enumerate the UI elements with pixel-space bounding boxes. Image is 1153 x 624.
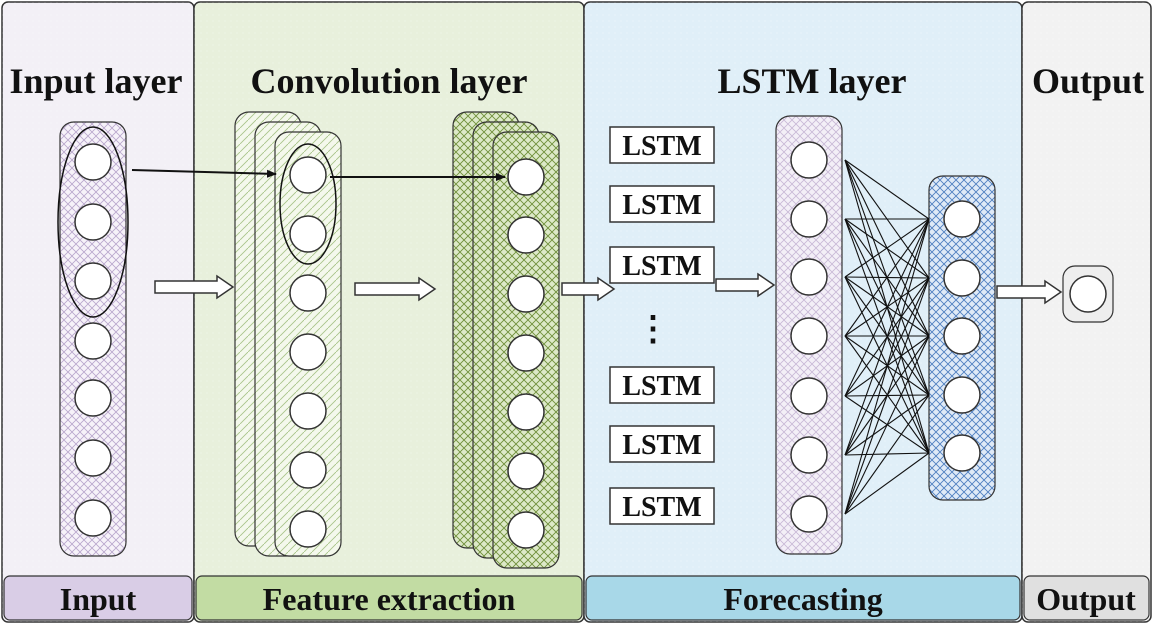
pool-node bbox=[507, 334, 545, 372]
block-arrow bbox=[715, 272, 776, 298]
lstm-hidden-node bbox=[790, 141, 828, 179]
block-arrow bbox=[561, 276, 616, 302]
lstm-hidden-column bbox=[775, 115, 843, 555]
footer-label-feature-extraction: Feature extraction bbox=[263, 581, 516, 617]
lstm-cell: LSTM bbox=[609, 425, 715, 463]
lstm-cell: LSTM bbox=[609, 126, 715, 164]
fully-connected-lines bbox=[844, 159, 930, 515]
input-layer-column bbox=[57, 121, 129, 557]
block-arrow bbox=[996, 279, 1063, 305]
footer-label-output: Output bbox=[1036, 581, 1136, 617]
pool-node bbox=[507, 452, 545, 490]
block-arrow bbox=[154, 274, 235, 300]
footer-input: Input bbox=[3, 575, 193, 621]
fc-connection bbox=[844, 218, 930, 337]
lstm-cell: LSTM bbox=[609, 487, 715, 525]
input-node bbox=[74, 499, 112, 537]
dense-node bbox=[943, 200, 981, 238]
input-to-conv-arrow bbox=[131, 169, 277, 178]
dense-node bbox=[943, 317, 981, 355]
conv-node bbox=[289, 510, 327, 548]
conv-node bbox=[289, 451, 327, 489]
lstm-cell-label: LSTM bbox=[622, 131, 701, 162]
pool-node bbox=[507, 158, 545, 196]
footer-label-forecasting: Forecasting bbox=[723, 581, 882, 617]
lstm-hidden-node bbox=[790, 317, 828, 355]
pool-node bbox=[507, 393, 545, 431]
fc-connection bbox=[844, 277, 930, 515]
lstm-cell-label: LSTM bbox=[622, 371, 701, 402]
footer-output: Output bbox=[1023, 575, 1150, 621]
block-arrows bbox=[154, 272, 1063, 305]
input-node bbox=[74, 143, 112, 181]
lstm-cell-label: LSTM bbox=[622, 251, 701, 282]
fc-connection bbox=[844, 394, 930, 515]
lstm-hidden-node bbox=[790, 200, 828, 238]
fc-connection bbox=[844, 159, 930, 220]
fc-connection bbox=[844, 218, 930, 456]
panel-title-convolution: Convolution layer bbox=[250, 61, 527, 101]
output-node bbox=[1069, 275, 1107, 313]
output-node-box bbox=[1062, 265, 1114, 323]
lstm-cell-label: LSTM bbox=[622, 190, 701, 221]
pool-node bbox=[507, 216, 545, 254]
conv-node bbox=[289, 274, 327, 312]
conv-receptive-field bbox=[279, 143, 337, 265]
panel-title-lstm: LSTM layer bbox=[718, 61, 907, 101]
dense-node bbox=[943, 376, 981, 414]
pool-feature-maps bbox=[452, 111, 560, 569]
lstm-hidden-node bbox=[790, 495, 828, 533]
pool-node bbox=[507, 511, 545, 549]
lstm-cell: LSTM bbox=[609, 366, 715, 404]
panel-title-output: Output bbox=[1032, 61, 1144, 101]
fc-connection bbox=[844, 218, 930, 278]
input-node bbox=[74, 322, 112, 360]
fc-connection bbox=[844, 452, 930, 515]
input-node bbox=[74, 379, 112, 417]
footer-forecasting: Forecasting bbox=[585, 575, 1021, 621]
block-arrow bbox=[354, 276, 437, 302]
lstm-hidden-node bbox=[790, 436, 828, 474]
conv-feature-maps bbox=[234, 111, 342, 557]
input-node bbox=[74, 203, 112, 241]
lstm-cell-label: LSTM bbox=[622, 430, 701, 461]
dense-node bbox=[943, 259, 981, 297]
conv-node bbox=[289, 156, 327, 194]
dense-node bbox=[943, 434, 981, 472]
conv-node bbox=[289, 215, 327, 253]
conv-node bbox=[289, 333, 327, 371]
input-node bbox=[74, 439, 112, 477]
lstm-cell-label: LSTM bbox=[622, 492, 701, 523]
lstm-cells: LSTM LSTM LSTM ⋮ LSTM LSTM LSTM bbox=[609, 126, 715, 525]
fc-connection bbox=[844, 218, 930, 397]
conv-node bbox=[289, 392, 327, 430]
lstm-hidden-node bbox=[790, 258, 828, 296]
lstm-ellipsis: ⋮ bbox=[636, 311, 670, 348]
input-receptive-field bbox=[57, 126, 129, 318]
fc-connection bbox=[844, 335, 930, 515]
pool-node bbox=[507, 275, 545, 313]
lstm-hidden-node bbox=[790, 377, 828, 415]
panel-title-input: Input layer bbox=[9, 61, 182, 101]
footer-label-input: Input bbox=[60, 581, 137, 617]
input-node bbox=[74, 262, 112, 300]
fc-connection bbox=[844, 218, 930, 515]
footer-feature-extraction: Feature extraction bbox=[195, 575, 583, 621]
lstm-cell: LSTM bbox=[609, 246, 715, 284]
lstm-cell: LSTM bbox=[609, 185, 715, 223]
dense-column bbox=[928, 175, 996, 501]
